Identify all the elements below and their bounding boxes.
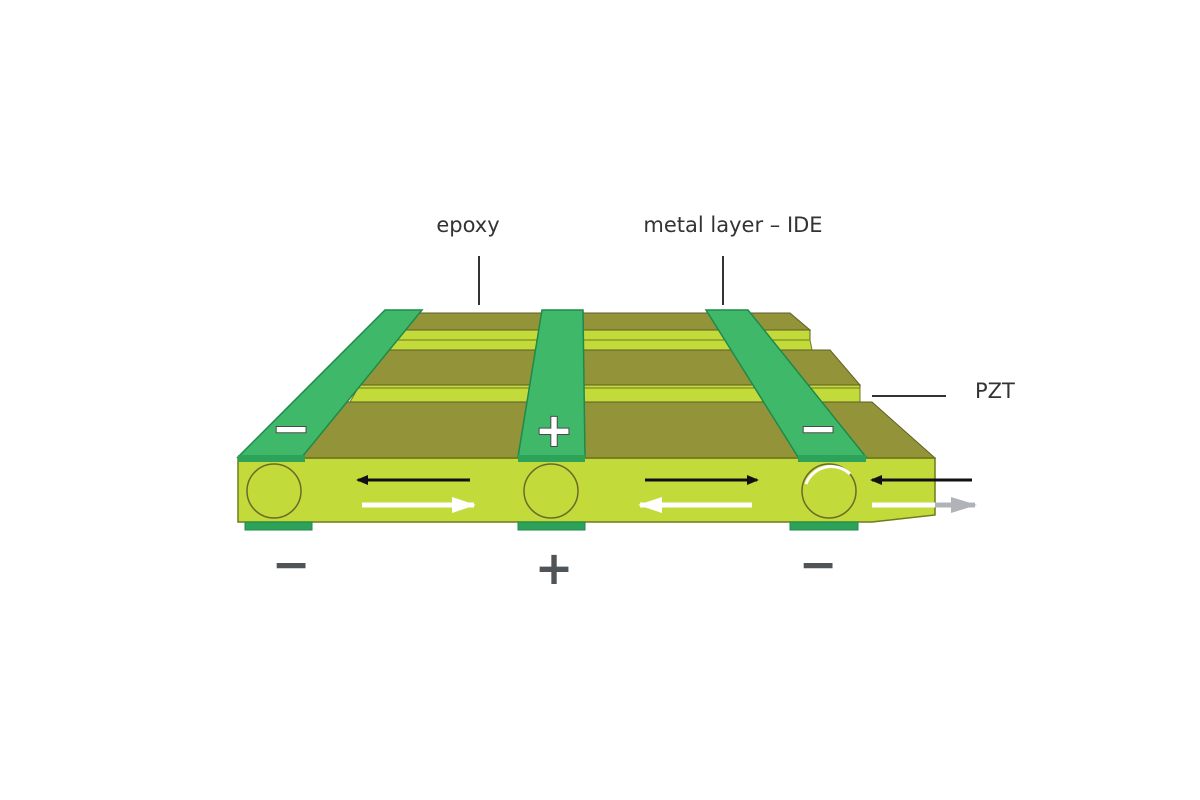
top-sign-2: +	[535, 403, 574, 457]
top-electrode-1	[236, 309, 424, 462]
bottom-electrode-3	[789, 521, 859, 531]
top-electrode-2	[517, 309, 586, 462]
top-electrode-3	[704, 309, 868, 462]
bottom-sign-2: +	[535, 541, 574, 595]
epoxy-label: epoxy	[436, 213, 499, 237]
bottom-electrode-2	[517, 521, 586, 531]
fiber-section-3	[801, 463, 857, 519]
bottom-electrode-1	[244, 521, 313, 531]
pzt-label: PZT	[975, 379, 1015, 403]
top-sign-1: −	[272, 401, 311, 455]
fiber-section-2	[523, 463, 579, 519]
metal-layer-label: metal layer – IDE	[643, 213, 822, 237]
fiber-section-1	[246, 463, 302, 519]
fiber-section-3-highlight	[804, 464, 852, 485]
bottom-sign-3: −	[799, 537, 838, 591]
top-sign-3: −	[799, 401, 838, 455]
bottom-sign-1: −	[272, 537, 311, 591]
